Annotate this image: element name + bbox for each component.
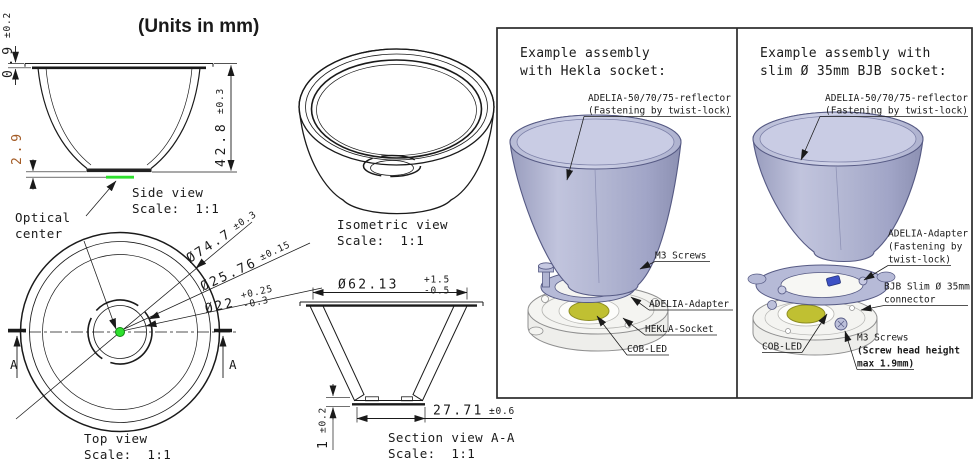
dim-flange: 0.9 ±0.2 <box>1 12 16 78</box>
panel-title: with Hekla socket: <box>520 64 666 79</box>
part-label-reflector: (Fastening by twist-lock) <box>588 106 731 117</box>
iso-view-caption: Isometric view <box>337 217 448 232</box>
part-label-screws-note: max 1.9mm) <box>857 359 914 370</box>
side-view-caption: Side view <box>132 185 203 200</box>
optical-center-label: Optical <box>15 210 70 225</box>
part-label-connector: connector <box>884 295 936 306</box>
part-label-adapter: (Fastening by <box>888 242 963 253</box>
dim-outer-dia-value: Ø74.7 <box>184 226 235 266</box>
connector-terminal <box>826 275 841 287</box>
adelia-adapter-drawing <box>747 264 896 306</box>
reflector-drawing <box>752 111 924 263</box>
part-label-socket: HEKLA-Socket <box>645 324 714 335</box>
dim-optical-offset: 2.9 <box>10 130 25 165</box>
part-label-screws-note: (Screw head height <box>857 346 960 357</box>
section-view: Ø62.13 +1.5 -0.5 27.71 ±0.6 1 ±0.2 Secti… <box>299 275 515 461</box>
dim-base-width-tol: ±0.6 <box>489 406 515 417</box>
part-label-reflector: (Fastening by twist-lock) <box>825 106 968 117</box>
dim-base-height: 1 ±0.2 <box>316 407 331 449</box>
assembly-panel-bjb: Example assembly with slim Ø 35mm BJB so… <box>747 46 970 370</box>
optical-center-dot <box>115 327 125 337</box>
side-view-scale: Scale: 1:1 <box>132 201 219 216</box>
part-label-reflector: ADELIA-50/70/75-reflector <box>825 93 968 104</box>
part-label-screws: M3 Screws <box>655 251 706 262</box>
section-marker-left: A <box>8 328 26 378</box>
section-view-caption: Section view A-A <box>388 430 515 445</box>
dim-height-tol: ±0.3 <box>215 88 226 114</box>
part-label-screws: M3 Screws <box>857 333 908 344</box>
dim-height: 42.8 ±0.3 <box>214 88 229 167</box>
dim-opening-dia-tol-minus: -0.5 <box>424 286 450 297</box>
part-label-adapter: ADELIA-Adapter <box>888 229 968 240</box>
panel-title: slim Ø 35mm BJB socket: <box>760 64 947 79</box>
section-letter: A <box>10 357 18 372</box>
dim-collar-dia-tol: ±0.15 <box>258 239 292 263</box>
reflector-drawing <box>509 114 682 297</box>
part-label-adapter: ADELIA-Adapter <box>649 299 729 310</box>
part-label-led: COB-LED <box>627 344 667 355</box>
dim-opening-dia-value: Ø62.13 <box>338 278 399 293</box>
panel-title: Example assembly <box>520 46 650 61</box>
dim-hole-dia: Ø22 +0.25 -0.3 <box>204 283 275 316</box>
dim-optical-offset-value: 2.9 <box>10 130 25 165</box>
assembly-panel-hekla: Example assembly with Hekla socket: <box>509 46 733 356</box>
dim-flange-value: 0.9 <box>1 43 16 78</box>
bjb-connector-drawing <box>752 295 878 356</box>
dim-base-width-value: 27.71 <box>433 404 484 419</box>
top-view: A A Ø74.7 ±0.3 Ø25.76 ±0.15 Ø22 +0.25 -0… <box>8 209 323 462</box>
dim-outer-dia-tol: ±0.3 <box>231 209 259 232</box>
isometric-view: Isometric view Scale: 1:1 <box>298 48 495 248</box>
units-title: (Units in mm) <box>138 16 259 37</box>
part-label-reflector: ADELIA-50/70/75-reflector <box>588 93 731 104</box>
section-marker-right: A <box>214 328 237 378</box>
panel-title: Example assembly with <box>760 46 931 61</box>
dim-hole-dia-value: Ø22 <box>204 295 237 316</box>
part-label-adapter: twist-lock) <box>888 255 951 266</box>
side-view: 42.8 ±0.3 0.9 ±0.2 2.9 Side view Scale: … <box>1 12 237 330</box>
reflector-base <box>86 168 152 173</box>
iso-view-scale: Scale: 1:1 <box>337 233 424 248</box>
section-letter: A <box>229 357 237 372</box>
part-label-connector: BJB Slim Ø 35mm <box>884 282 970 293</box>
dim-base-height-tol: ±0.2 <box>318 407 329 433</box>
top-view-scale: Scale: 1:1 <box>84 447 171 462</box>
optical-center-label: center <box>15 226 63 241</box>
section-view-scale: Scale: 1:1 <box>388 446 475 461</box>
dim-height-value: 42.8 <box>214 120 229 167</box>
dim-flange-tol: ±0.2 <box>2 12 13 38</box>
top-view-caption: Top view <box>84 431 147 446</box>
dim-opening-dia-tol-plus: +1.5 <box>424 275 450 286</box>
cob-led-drawing <box>568 301 610 321</box>
dim-base-height-value: 1 <box>316 437 331 449</box>
cob-led-drawing <box>786 304 826 324</box>
part-label-led: COB-LED <box>762 342 802 353</box>
